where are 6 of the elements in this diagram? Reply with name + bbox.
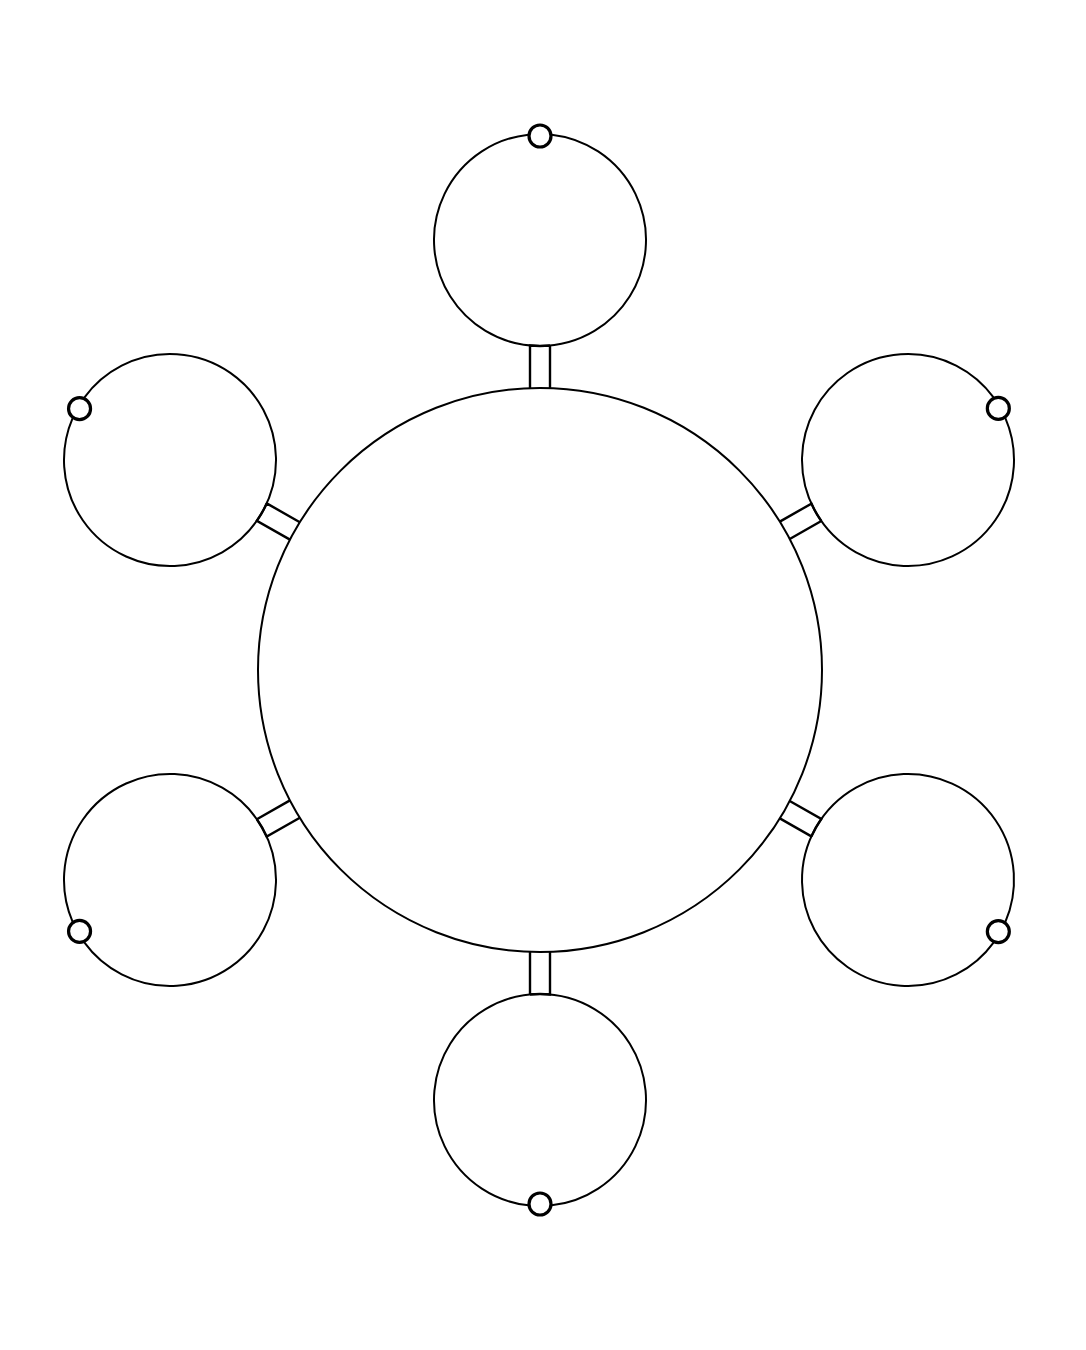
double-line-connector [528,950,552,996]
double-line-connector [528,344,552,390]
double-line-connector [778,799,823,838]
double-line-connector [255,799,302,838]
double-line-connector [778,502,823,541]
double-line-connector [255,502,302,541]
